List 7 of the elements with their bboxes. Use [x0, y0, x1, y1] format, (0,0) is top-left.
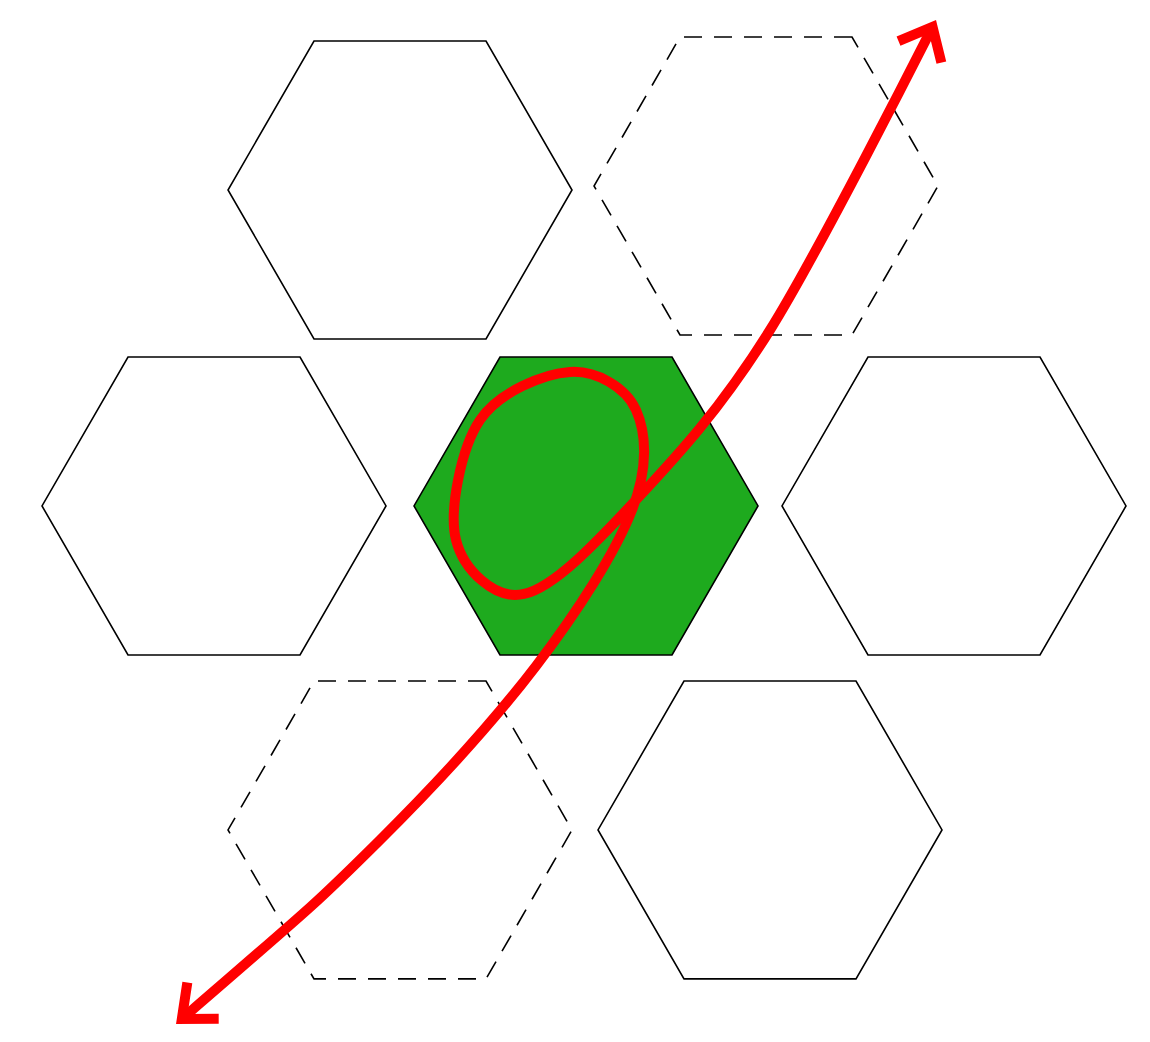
- hexagon: [781, 356, 1127, 656]
- dashed-hexagon: [227, 680, 573, 980]
- hexagon: [227, 40, 573, 340]
- highlighted-hexagon: [413, 356, 759, 656]
- hexagon: [41, 356, 387, 656]
- dashed-hexagon: [593, 36, 939, 336]
- hexagon: [597, 680, 943, 980]
